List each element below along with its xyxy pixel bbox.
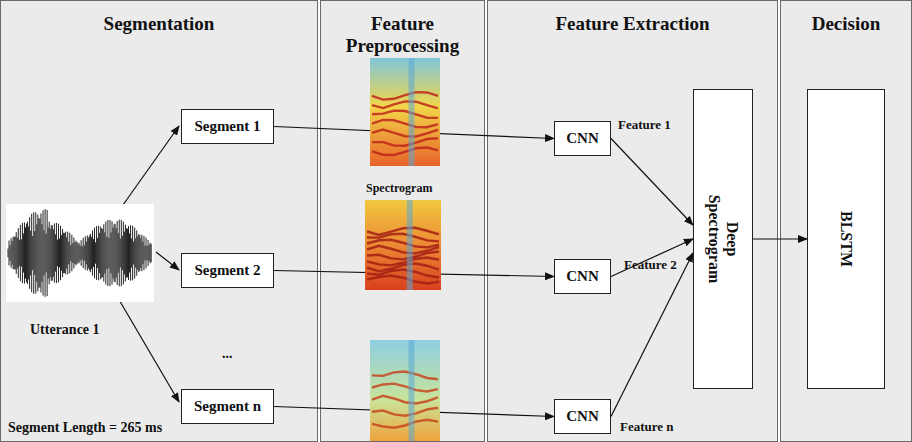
box-label: CNN (566, 268, 599, 285)
box-label: Segment 2 (194, 262, 260, 279)
edge-label: Feature 2 (623, 257, 678, 273)
feature-box: Deep Spectrogram (693, 89, 753, 389)
panel-heading: Segmentation (1, 13, 317, 35)
annotation-label: Segment Length = 265 ms (8, 420, 162, 436)
cnn-box: CNN (554, 259, 611, 294)
annotation-label: Utterance 1 (30, 322, 100, 338)
edge-label: Feature n (619, 419, 675, 435)
cnn-box: CNN (554, 399, 611, 434)
segment-box: Segment 2 (181, 253, 274, 288)
annotation-label: ... (222, 346, 233, 362)
panel-heading: Feature Extraction (488, 13, 777, 35)
segmentation-panel: SegmentationSegment 1 Segment 2 Segment n (0, 0, 318, 442)
decision-panel: DecisionBLSTM (780, 0, 912, 442)
panel-heading: Feature Preprocessing (341, 13, 464, 57)
edge-label: Feature 1 (617, 117, 672, 133)
annotation-label: Spectrogram (366, 181, 432, 196)
box-label: CNN (566, 408, 599, 425)
box-label: CNN (566, 130, 599, 147)
box-label: Deep Spectrogram (705, 179, 741, 299)
panel-heading: Decision (781, 13, 911, 35)
preprocessing-panel: Feature Preprocessing (320, 0, 485, 442)
extraction-panel: Feature ExtractionCNN CNN CNN Deep Spectrog… (487, 0, 778, 442)
cnn-box: CNN (554, 121, 611, 156)
box-label: BLSTM (837, 211, 855, 267)
box-label: Segment n (194, 398, 261, 415)
box-label: Segment 1 (194, 118, 260, 135)
classifier-box: BLSTM (807, 89, 885, 389)
segment-box: Segment 1 (181, 109, 274, 144)
segment-box: Segment n (181, 389, 274, 424)
